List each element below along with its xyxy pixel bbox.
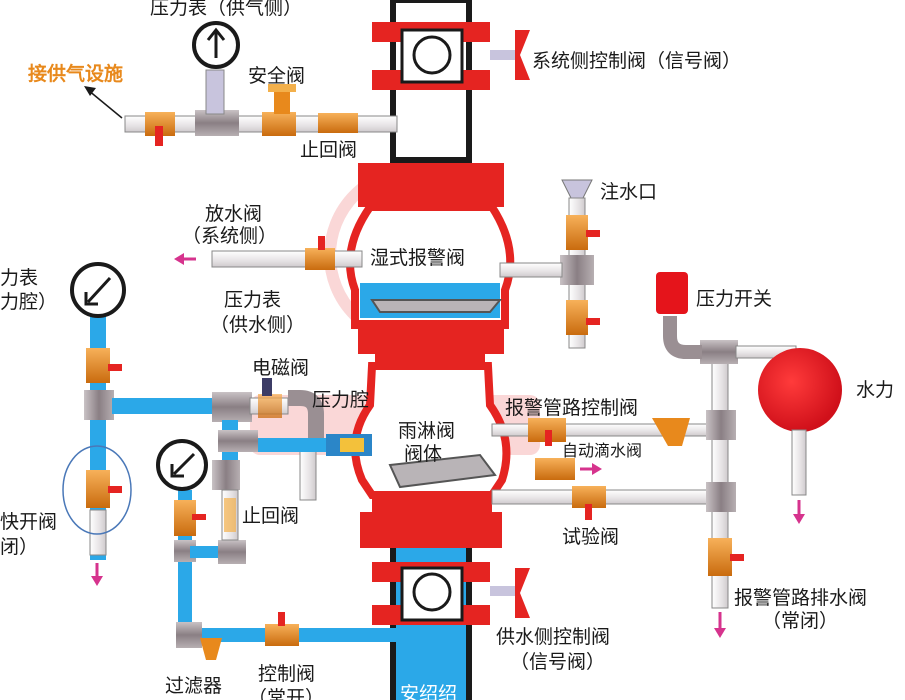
system-side-control-valve (372, 22, 530, 90)
label-filter: 过滤器 (165, 675, 222, 697)
test-valve (491, 486, 713, 520)
label-alarm-line-drain: 报警管路排水阀 (734, 587, 867, 609)
label-alarm-line-control-valve: 报警管路控制阀 (505, 397, 638, 419)
label-quick-open-valve-state: 闭） (0, 536, 38, 558)
label-control-valve-state: （常开） (248, 687, 324, 700)
label-pressure-gauge-supply: 压力表 (224, 289, 281, 311)
label-pressure-gauge-supply-side: （供水侧） (210, 314, 305, 336)
water-inlet-pipe (499, 179, 600, 349)
label-water-inlet: 注水口 (600, 181, 657, 203)
label-control-valve: 控制阀 (258, 663, 315, 685)
water-motor-bell (758, 348, 842, 524)
label-pressure-gauge-left: 力表 (0, 267, 38, 289)
label-drain-valve: 放水阀 (205, 203, 262, 225)
wet-alarm-valve-body (346, 163, 515, 364)
label-pressure-gauge-left-chamber: 力腔） (0, 291, 57, 313)
label-pressure-gauge-air-side: 压力表（供气侧） (150, 0, 302, 19)
label-drain-valve-side: （系统侧） (182, 225, 277, 247)
label-check-valve-top: 止回阀 (300, 139, 357, 161)
deluge-valve-body (351, 362, 511, 548)
label-watermark: 安绍绍 (400, 683, 457, 700)
label-solenoid-valve: 电磁阀 (252, 357, 309, 379)
alarm-line-control-valve (491, 418, 713, 446)
pressure-gauge-air-side (192, 21, 240, 69)
pressure-gauge-lower-left (156, 439, 208, 491)
label-supply-side-control-valve-signal: （信号阀） (510, 651, 605, 673)
label-safety-valve: 安全阀 (248, 65, 305, 87)
alarm-line-vertical (663, 316, 797, 638)
pressure-switch (656, 272, 688, 314)
auto-drip-valve (535, 458, 602, 480)
label-check-valve-lower: 止回阀 (242, 505, 299, 527)
label-connect-air-supply: 接供气设施 (28, 62, 123, 85)
pressure-gauge-left (70, 262, 126, 318)
label-quick-open-valve: 快开阀 (0, 511, 57, 533)
label-deluge-valve: 雨淋阀 (398, 420, 455, 442)
left-water-line (62, 315, 217, 586)
label-system-side-control-valve: 系统侧控制阀（信号阀） (532, 50, 741, 72)
label-water-motor-bell: 水力 (856, 379, 894, 401)
air-supply-arrow (84, 86, 123, 119)
air-supply-line (124, 69, 398, 146)
drain-valve-system-side (174, 236, 363, 270)
lower-left-piping (174, 489, 400, 660)
label-pressure-switch: 压力开关 (696, 288, 772, 310)
label-auto-drip-valve: 自动滴水阀 (562, 441, 642, 460)
label-deluge-valve-body: 阀体 (404, 443, 442, 465)
label-wet-alarm-valve: 湿式报警阀 (370, 247, 465, 269)
label-alarm-line-drain-state: （常闭） (762, 610, 838, 632)
label-supply-side-control-valve: 供水侧控制阀 (496, 626, 610, 648)
label-pressure-chamber: 压力腔 (312, 389, 369, 411)
supply-side-control-valve (372, 562, 530, 625)
label-test-valve: 试验阀 (562, 526, 619, 548)
